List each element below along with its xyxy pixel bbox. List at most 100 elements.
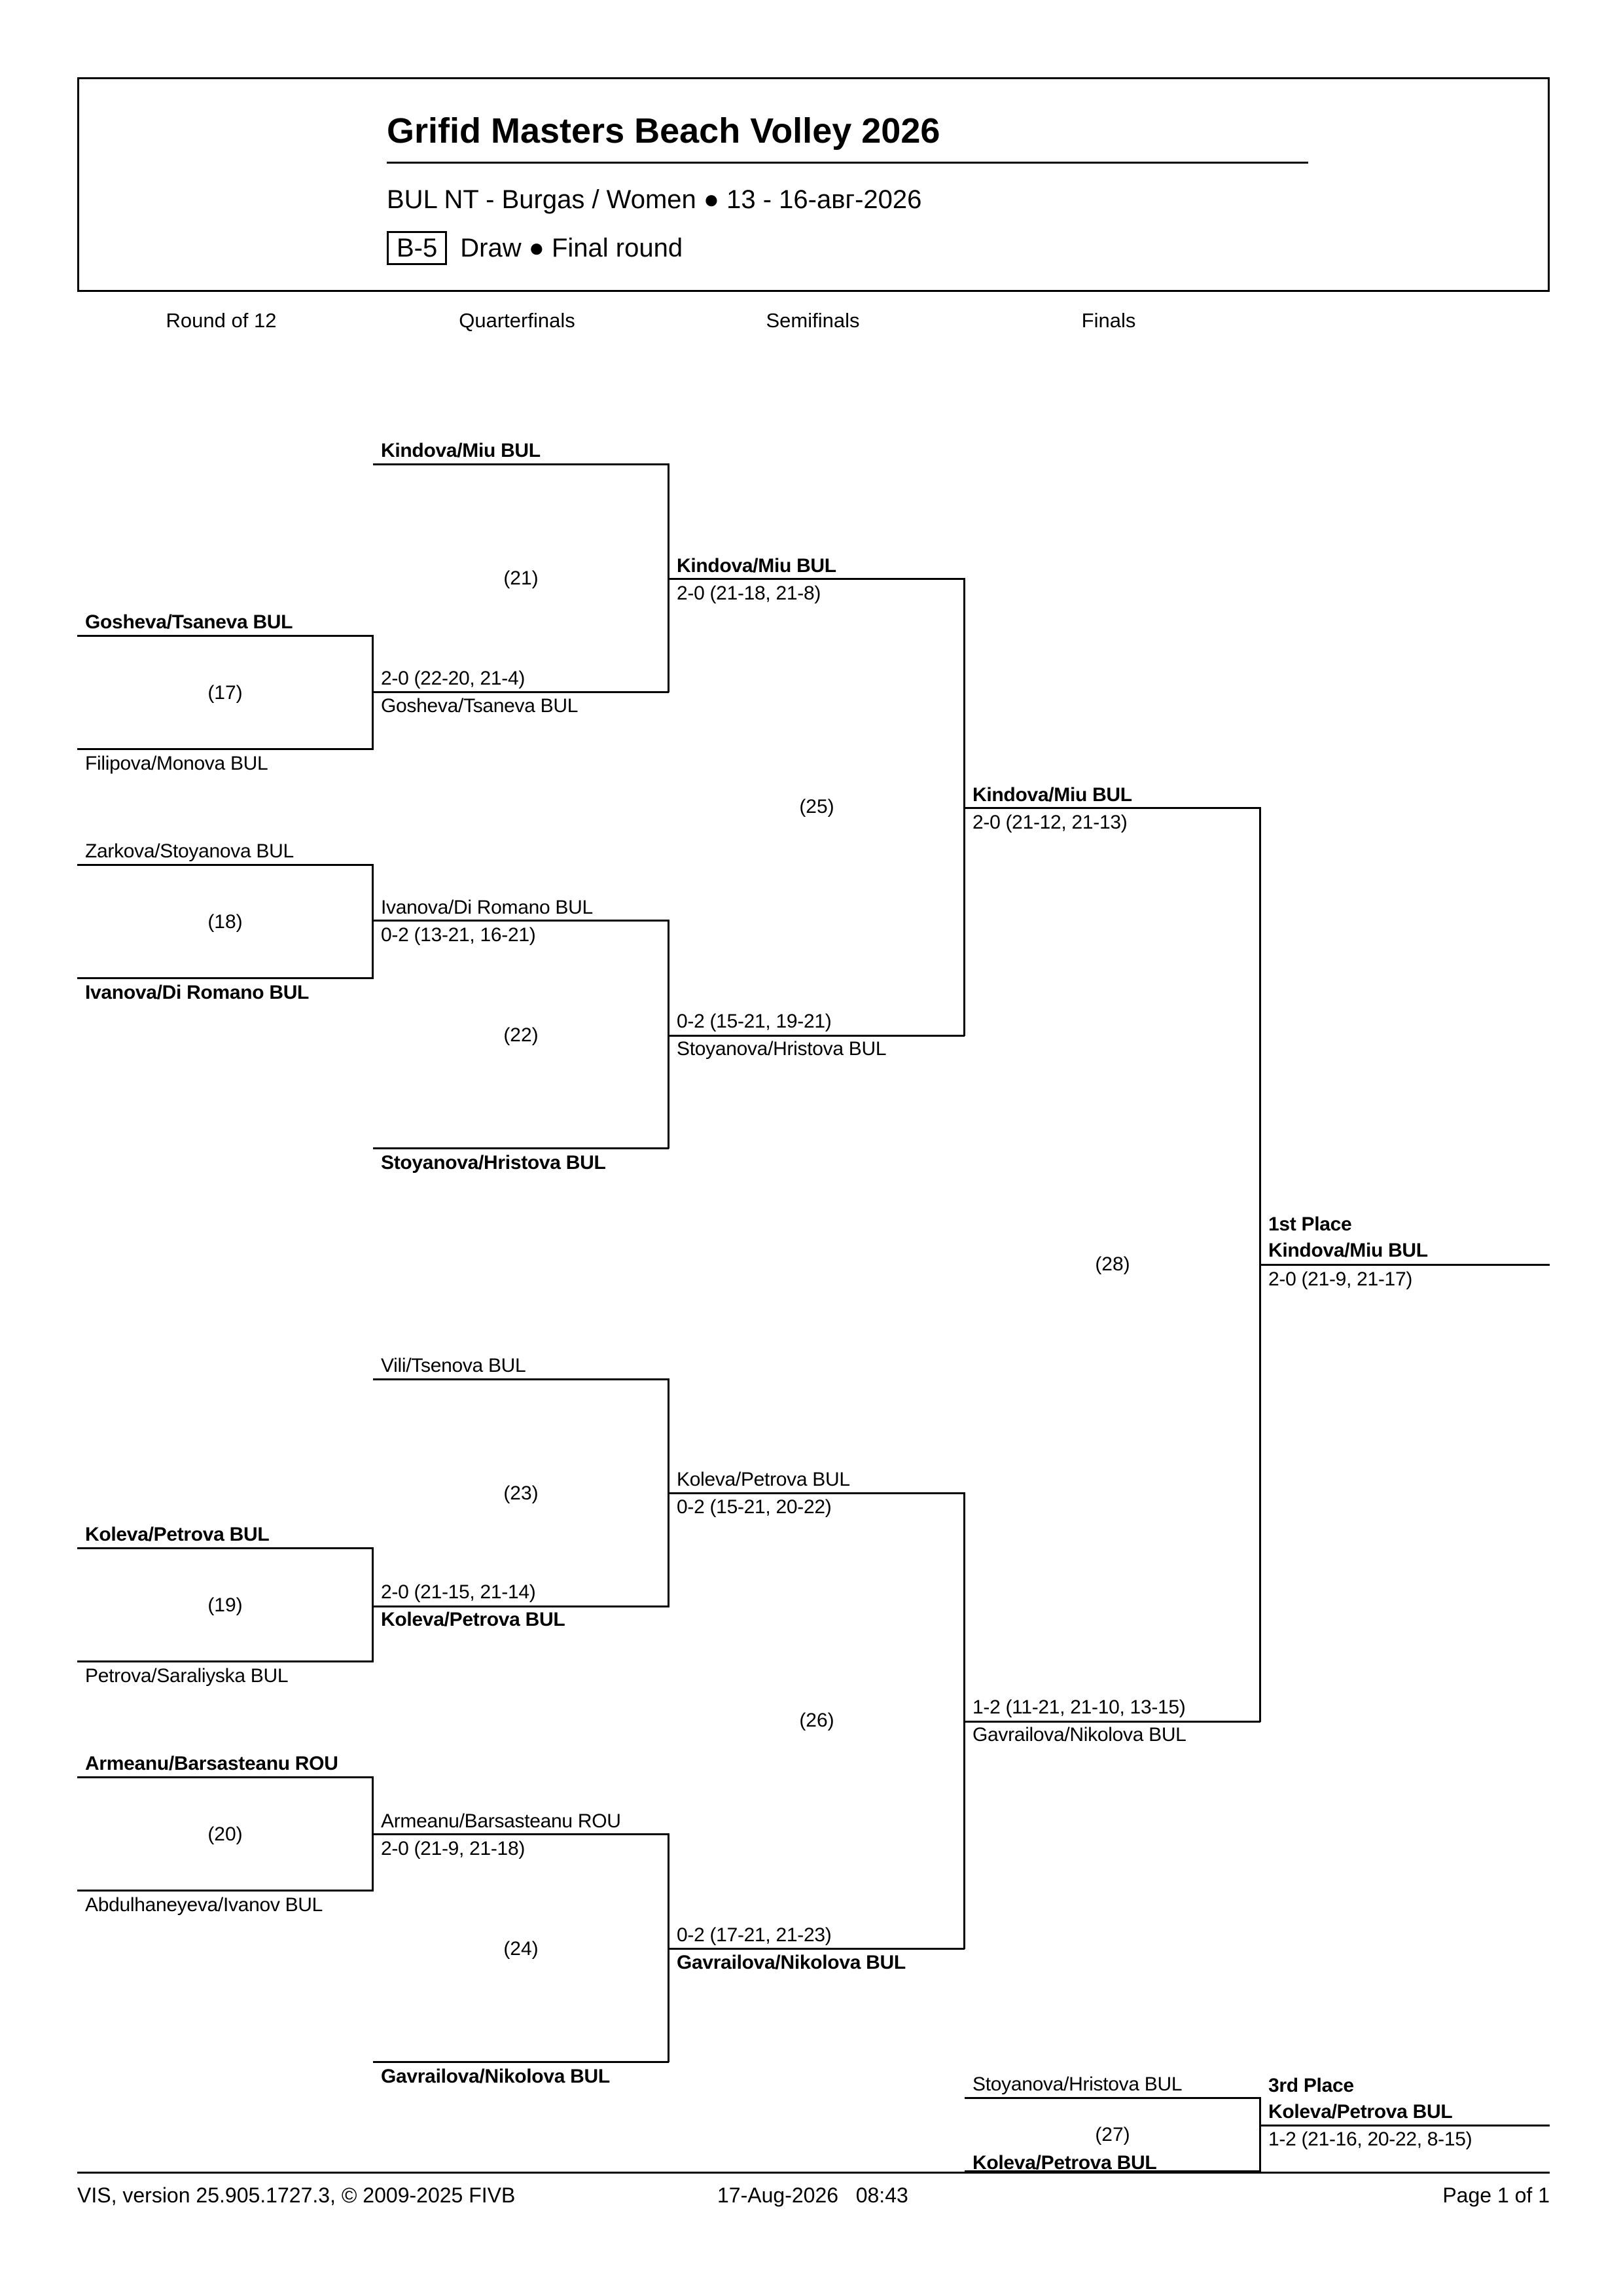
final-top-score: 2-0 (21-12, 21-13) (972, 812, 1128, 833)
third-winner-line (1260, 2125, 1550, 2126)
m25-top-team: Kindova/Miu BUL (677, 555, 836, 577)
final-top-team: Kindova/Miu BUL (972, 784, 1132, 806)
final-number: (28) (1095, 1253, 1130, 1275)
m20-top-team: Armeanu/Barsasteanu ROU (85, 1753, 338, 1774)
m17-top-team: Gosheva/Tsaneva BUL (85, 611, 293, 633)
footer-version: VIS, version 25.905.1727.3, © 2009-2025 … (77, 2183, 516, 2207)
m26-top-score: 0-2 (15-21, 20-22) (677, 1496, 832, 1518)
m23-bottom-team: Koleva/Petrova BUL (381, 1609, 565, 1630)
m23-number: (23) (503, 1482, 539, 1504)
third-connector (1259, 2097, 1261, 2172)
m18-bottom-line (77, 977, 373, 979)
third-place-label: 3rd Place (1268, 2075, 1354, 2096)
m18-bottom-team: Ivanova/Di Romano BUL (85, 982, 310, 1003)
m22-connector (668, 920, 669, 1149)
m21-bottom-team: Gosheva/Tsaneva BUL (381, 695, 579, 717)
footer-page: Page 1 of 1 (1442, 2183, 1550, 2207)
first-place-score: 2-0 (21-9, 21-17) (1268, 1268, 1413, 1290)
m19-top-team: Koleva/Petrova BUL (85, 1524, 270, 1545)
final-bottom-score: 1-2 (11-21, 21-10, 13-15) (972, 1696, 1186, 1718)
m20-top-line (77, 1776, 373, 1778)
m21-number: (21) (503, 567, 539, 589)
m23-top-team: Vili/Tsenova BUL (381, 1355, 526, 1376)
m21-bottom-line (373, 691, 669, 693)
m26-bottom-score: 0-2 (17-21, 21-23) (677, 1924, 832, 1946)
m19-bottom-team: Petrova/Saraliyska BUL (85, 1665, 289, 1687)
m17-number: (17) (207, 682, 243, 704)
footer-datetime: 17-Aug-2026 08:43 (717, 2183, 908, 2207)
third-top-team: Stoyanova/Hristova BUL (972, 2073, 1183, 2095)
draw-label: Draw ● Final round (460, 233, 683, 262)
m20-connector (372, 1776, 374, 1892)
m21-top-team: Kindova/Miu BUL (381, 440, 541, 461)
third-bottom-line (965, 2170, 1260, 2172)
m25-number: (25) (799, 796, 834, 817)
third-bottom-team: Koleva/Petrova BUL (972, 2152, 1157, 2174)
winner-line (1260, 1264, 1550, 1266)
final-top-line (965, 807, 1260, 809)
m21-top-line (373, 463, 669, 465)
third-place-score: 1-2 (21-16, 20-22, 8-15) (1268, 2128, 1472, 2150)
draw-code-badge: B-5 (387, 231, 448, 265)
m25-bottom-team: Stoyanova/Hristova BUL (677, 1038, 887, 1060)
m20-bottom-team: Abdulhaneyeva/Ivanov BUL (85, 1894, 323, 1916)
m19-connector (372, 1547, 374, 1662)
m25-top-score: 2-0 (21-18, 21-8) (677, 583, 821, 604)
first-place-label: 1st Place (1268, 1213, 1352, 1235)
m25-connector (963, 578, 965, 1036)
m26-connector (963, 1492, 965, 1949)
m22-number: (22) (503, 1024, 539, 1046)
m22-top-score: 0-2 (13-21, 16-21) (381, 924, 536, 946)
event-subtitle: BUL NT - Burgas / Women ● 13 - 16-авг-20… (387, 185, 922, 214)
third-number: (27) (1095, 2124, 1130, 2145)
m23-top-line (373, 1378, 669, 1380)
final-connector (1259, 807, 1261, 1722)
final-bottom-team: Gavrailova/Nikolova BUL (972, 1724, 1186, 1746)
m24-bottom-team: Gavrailova/Nikolova BUL (381, 2066, 610, 2087)
m25-top-line (669, 578, 965, 580)
m26-top-team: Koleva/Petrova BUL (677, 1469, 850, 1490)
m18-connector (372, 864, 374, 979)
m17-bottom-team: Filipova/Monova BUL (85, 753, 268, 774)
round-label-qf: Quarterfinals (459, 309, 575, 332)
m20-number: (20) (207, 1823, 243, 1845)
m26-bottom-line (669, 1948, 965, 1950)
m24-connector (668, 1833, 669, 2062)
m17-connector (372, 635, 374, 750)
m19-bottom-line (77, 1660, 373, 1662)
first-place-team: Kindova/Miu BUL (1268, 1240, 1428, 1261)
final-bottom-line (965, 1721, 1260, 1723)
m26-bottom-team: Gavrailova/Nikolova BUL (677, 1952, 906, 1973)
m23-connector (668, 1378, 669, 1607)
round-label-r12: Round of 12 (166, 309, 277, 332)
m23-bottom-score: 2-0 (21-15, 21-14) (381, 1581, 536, 1603)
m18-top-team: Zarkova/Stoyanova BUL (85, 840, 294, 862)
m18-top-line (77, 864, 373, 866)
round-label-finals: Finals (1081, 309, 1136, 332)
m21-connector (668, 463, 669, 692)
draw-line: B-5 Draw ● Final round (387, 231, 683, 265)
m21-bottom-score: 2-0 (22-20, 21-4) (381, 668, 526, 689)
m26-number: (26) (799, 1710, 834, 1731)
round-label-sf: Semifinals (766, 309, 860, 332)
m22-top-line (373, 920, 669, 922)
m24-number: (24) (503, 1938, 539, 1960)
m24-top-line (373, 1833, 669, 1835)
m17-bottom-line (77, 748, 373, 750)
title-underline (387, 162, 1308, 164)
m19-top-line (77, 1547, 373, 1549)
m18-number: (18) (207, 911, 243, 933)
m24-bottom-line (373, 2061, 669, 2063)
m26-top-line (669, 1492, 965, 1494)
third-top-line (965, 2097, 1260, 2099)
m22-top-team: Ivanova/Di Romano BUL (381, 897, 593, 918)
m22-bottom-line (373, 1147, 669, 1149)
third-place-team: Koleva/Petrova BUL (1268, 2101, 1453, 2123)
header-box: Grifid Masters Beach Volley 2026 BUL NT … (77, 77, 1550, 292)
page-title: Grifid Masters Beach Volley 2026 (387, 111, 940, 151)
m20-bottom-line (77, 1890, 373, 1892)
m25-bottom-line (669, 1035, 965, 1037)
m24-top-score: 2-0 (21-9, 21-18) (381, 1838, 526, 1859)
footer-rule (77, 2172, 1550, 2174)
m23-bottom-line (373, 1605, 669, 1607)
